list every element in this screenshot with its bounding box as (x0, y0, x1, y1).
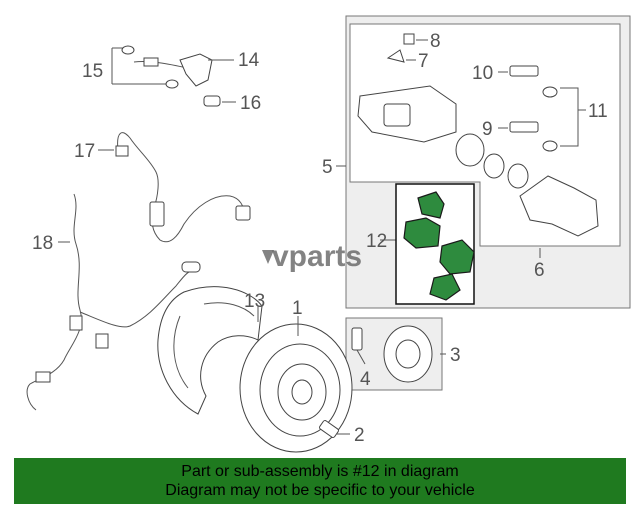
callout-8: 8 (430, 31, 441, 52)
abs-sensor-harness (98, 132, 251, 243)
callout-2: 2 (354, 425, 365, 446)
hub-bearing (351, 325, 446, 383)
callout-14: 14 (238, 50, 260, 71)
diagram-note-banner: Part or sub-assembly is #12 in diagram D… (14, 458, 626, 504)
callout-4: 4 (360, 369, 371, 390)
sensor-bracket-parts (111, 45, 236, 107)
banner-line-2: Diagram may not be specific to your vehi… (165, 482, 475, 499)
callout-13: 13 (244, 291, 265, 312)
banner-line-1: Part or sub-assembly is #12 in diagram (181, 463, 459, 480)
callout-16: 16 (240, 93, 261, 114)
callout-9: 9 (482, 119, 493, 140)
wheel-bolt (319, 420, 350, 438)
vparts-watermark: vparts (262, 240, 362, 273)
callout-12: 12 (366, 231, 387, 252)
brake-disc (239, 316, 353, 453)
watermark-text: vparts (272, 240, 362, 273)
dust-shield (157, 286, 263, 415)
callout-7: 7 (418, 51, 429, 72)
callout-11: 11 (588, 101, 608, 122)
callout-3: 3 (450, 345, 461, 366)
callout-10: 10 (472, 63, 493, 84)
watermark-logo-icon (262, 250, 274, 264)
wheel-speed-harness (26, 193, 201, 411)
caliper-parts (336, 33, 599, 258)
callout-5: 5 (322, 157, 333, 178)
callout-18: 18 (32, 233, 53, 254)
callout-6: 6 (534, 260, 545, 281)
callout-17: 17 (74, 141, 95, 162)
callout-1: 1 (292, 298, 303, 319)
brake-pad-kit (380, 183, 475, 305)
callout-15: 15 (82, 61, 103, 82)
